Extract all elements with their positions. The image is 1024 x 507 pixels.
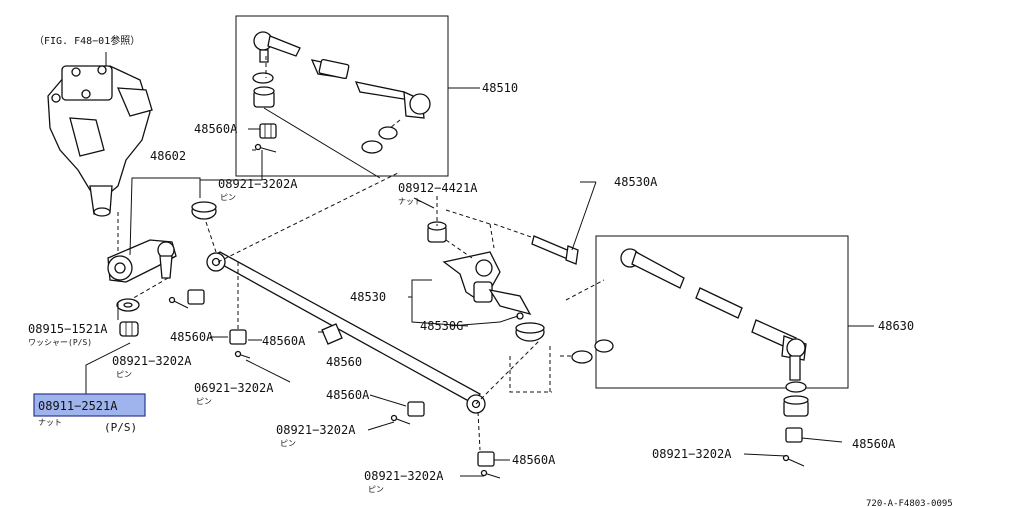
label-48560: 48560 xyxy=(326,355,362,369)
idler-arm-bracket xyxy=(442,251,545,342)
label-08921-5: 08921−3202A xyxy=(652,447,732,461)
label-08921-3-sub: ピン xyxy=(280,439,296,448)
castle-nut xyxy=(259,123,277,139)
steering-gear-box xyxy=(47,65,153,217)
label-08915-sub: ワッシャー(P/S) xyxy=(28,338,92,347)
label-48560a-1: 48560A xyxy=(194,122,238,136)
adjusting-tube xyxy=(310,58,350,80)
highlight-box xyxy=(33,393,146,417)
assembly-box-48510 xyxy=(235,15,449,177)
label-08912: 08912−4421A xyxy=(398,181,478,195)
label-48560a-4: 48560A xyxy=(326,388,370,402)
tie-rod-end-right-upper xyxy=(620,248,685,289)
label-48560a-6: 48560A xyxy=(852,437,896,451)
label-08921-4-sub: ピン xyxy=(368,485,384,494)
adjusting-tube-right xyxy=(695,287,743,319)
tie-rod-inner xyxy=(354,81,431,119)
nut xyxy=(119,321,139,337)
label-48560a-2: 48560A xyxy=(170,330,214,344)
label-48530g: 48530G xyxy=(420,319,463,333)
label-08921-2: 08921−3202A xyxy=(112,354,192,368)
label-48560a-5: 48560A xyxy=(512,453,556,467)
label-06921-sub: ピン xyxy=(196,397,212,406)
tie-rod-end-left xyxy=(252,31,301,108)
label-48602: 48602 xyxy=(150,149,186,163)
label-08911-sub2: (P/S) xyxy=(104,421,137,434)
label-48510: 48510 xyxy=(482,81,518,95)
assembly-box-48630 xyxy=(595,235,849,389)
label-48560a-3: 48560A xyxy=(262,334,306,348)
label-08921-3: 08921−3202A xyxy=(276,423,356,437)
label-48530a: 48530A xyxy=(614,175,658,189)
label-08921-1: 08921−3202A xyxy=(218,177,298,191)
label-08921-2-sub: ピン xyxy=(116,370,132,379)
label-08921-1-sub: ピン xyxy=(220,193,236,202)
footer-code: 720-A-F4803-0095 xyxy=(866,499,953,507)
label-06921: 06921−3202A xyxy=(194,381,274,395)
label-08912-sub: ナット xyxy=(398,197,422,206)
cotter-pin xyxy=(254,143,277,153)
idler-bolt xyxy=(531,235,579,265)
tie-rod-end-right-lower xyxy=(751,319,807,381)
label-08911: 08911−2521A xyxy=(38,399,118,413)
label-48630: 48630 xyxy=(878,319,914,333)
ref-note: （FIG. F48−01参照） xyxy=(34,34,140,47)
label-08915: 08915−1521A xyxy=(28,322,108,336)
label-48530: 48530 xyxy=(350,290,386,304)
label-08921-4: 08921−3202A xyxy=(364,469,444,483)
pitman-arm xyxy=(107,239,177,283)
label-08911-sub1: ナット xyxy=(38,418,62,427)
